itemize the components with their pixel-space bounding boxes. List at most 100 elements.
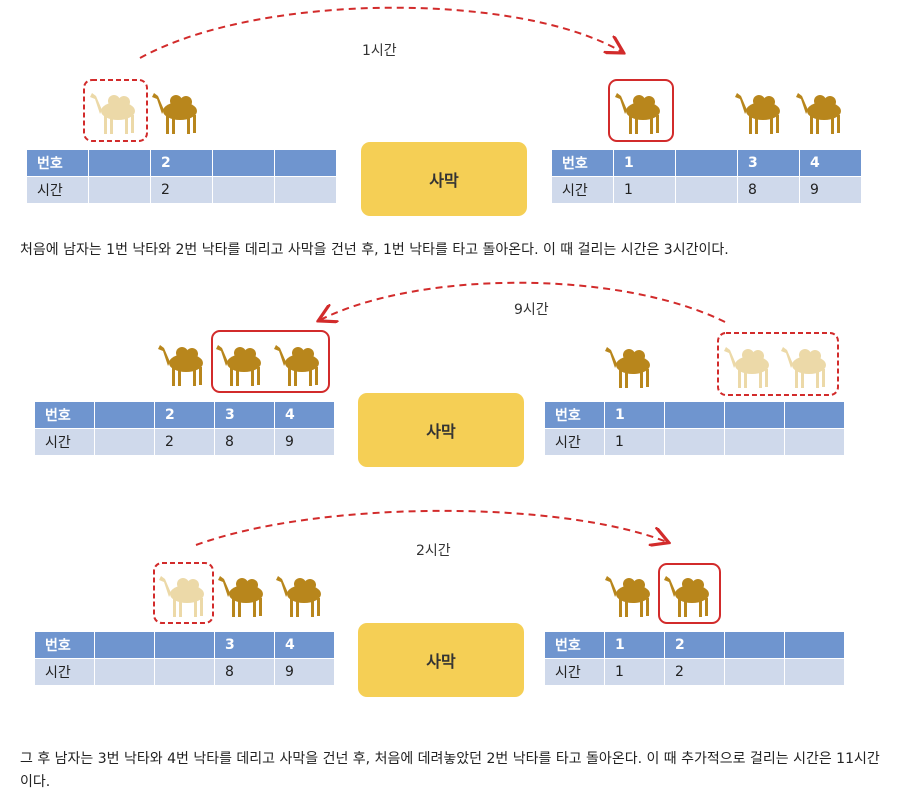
table-header-row: 번호 1 2	[544, 631, 845, 659]
table-header-row: 번호 2	[26, 149, 337, 177]
table-cell	[724, 631, 785, 659]
table-header-row: 번호 3 4	[34, 631, 335, 659]
table-cell: 1	[604, 401, 665, 429]
table-cell: 8	[737, 176, 800, 204]
table-row: 시간 2	[26, 176, 337, 204]
table-cell: 2	[150, 149, 213, 177]
dashed-arc-arrow	[320, 281, 726, 322]
camel-icon	[796, 93, 841, 134]
highlight-box-dashed	[83, 79, 148, 142]
highlight-box-solid	[658, 563, 721, 624]
table-cell	[274, 149, 337, 177]
table-cell	[724, 658, 785, 686]
highlight-box-solid	[608, 79, 674, 142]
table-row: 시간 2 8 9	[34, 428, 335, 456]
camel-icon	[615, 93, 660, 134]
table-header-row: 번호 2 3 4	[34, 401, 335, 429]
camel-icon	[605, 347, 650, 388]
camel-icon	[664, 576, 709, 617]
table-cell: 3	[737, 149, 800, 177]
table-cell: 번호	[26, 149, 89, 177]
table-cell: 1	[613, 176, 676, 204]
camel-icon	[724, 347, 769, 388]
camel-icon	[218, 576, 263, 617]
table-cell	[94, 401, 155, 429]
table-cell: 2	[664, 631, 725, 659]
table-cell: 시간	[544, 658, 605, 686]
table-row: 시간 1	[544, 428, 845, 456]
table-cell	[675, 149, 738, 177]
table-cell: 시간	[26, 176, 89, 204]
table-header-row: 번호 1	[544, 401, 845, 429]
table-cell: 9	[799, 176, 862, 204]
highlight-box-solid	[211, 330, 330, 393]
table-cell: 번호	[34, 631, 95, 659]
right-bank-table: 번호 1 3 4 시간 1 8 9	[551, 149, 862, 204]
table-cell	[154, 631, 215, 659]
desert-box: 사막	[358, 393, 524, 467]
table-cell: 2	[664, 658, 725, 686]
table-cell: 번호	[34, 401, 95, 429]
table-cell: 번호	[544, 631, 605, 659]
camel-icon	[274, 345, 319, 386]
camel-icon	[152, 93, 197, 134]
table-cell: 9	[274, 658, 335, 686]
table-cell: 시간	[34, 658, 95, 686]
travel-time-label: 1시간	[362, 43, 397, 59]
right-bank-table: 번호 1 2 시간 1 2	[544, 631, 845, 686]
travel-time-label: 9시간	[514, 302, 549, 318]
table-cell	[664, 401, 725, 429]
table-cell: 8	[214, 658, 275, 686]
desert-box: 사막	[358, 623, 524, 697]
table-cell	[784, 631, 845, 659]
desert-box: 사막	[361, 142, 527, 216]
table-cell	[274, 176, 337, 204]
left-bank-table: 번호 2 시간 2	[26, 149, 337, 204]
table-cell: 3	[214, 631, 275, 659]
table-cell: 2	[150, 176, 213, 204]
table-cell: 4	[274, 401, 335, 429]
camel-icon	[159, 576, 204, 617]
table-cell	[212, 176, 275, 204]
camel-icon	[216, 345, 261, 386]
table-cell	[784, 658, 845, 686]
camel-icon	[605, 576, 650, 617]
caption-first: 처음에 남자는 1번 낙타와 2번 낙타를 데리고 사막을 건넌 후, 1번 낙…	[20, 242, 729, 258]
dashed-arc-arrow	[195, 509, 667, 545]
table-cell: 1	[604, 658, 665, 686]
table-cell: 8	[214, 428, 275, 456]
table-cell: 번호	[551, 149, 614, 177]
camel-icon	[735, 93, 780, 134]
table-cell	[94, 631, 155, 659]
table-cell: 4	[799, 149, 862, 177]
table-cell: 9	[274, 428, 335, 456]
table-cell: 4	[274, 631, 335, 659]
table-cell	[212, 149, 275, 177]
travel-time-label: 2시간	[416, 543, 451, 559]
dashed-arc-arrow	[139, 6, 622, 59]
table-cell: 3	[214, 401, 275, 429]
table-row: 시간 8 9	[34, 658, 335, 686]
table-cell	[724, 428, 785, 456]
table-cell: 1	[604, 631, 665, 659]
table-cell	[675, 176, 738, 204]
table-cell: 2	[154, 428, 215, 456]
table-cell: 시간	[34, 428, 95, 456]
camel-icon	[276, 576, 321, 617]
camel-icon	[90, 93, 135, 134]
table-cell	[664, 428, 725, 456]
table-cell: 1	[604, 428, 665, 456]
table-row: 시간 1 8 9	[551, 176, 862, 204]
caption-second: 그 후 남자는 3번 낙타와 4번 낙타를 데리고 사막을 건넌 후, 처음에 …	[20, 751, 880, 790]
table-cell: 시간	[544, 428, 605, 456]
table-cell: 1	[613, 149, 676, 177]
table-cell	[154, 658, 215, 686]
table-cell: 시간	[551, 176, 614, 204]
table-cell	[94, 428, 155, 456]
left-bank-table: 번호 3 4 시간 8 9	[34, 631, 335, 686]
camel-icon	[158, 345, 203, 386]
table-cell: 2	[154, 401, 215, 429]
table-row: 시간 1 2	[544, 658, 845, 686]
table-cell	[784, 428, 845, 456]
